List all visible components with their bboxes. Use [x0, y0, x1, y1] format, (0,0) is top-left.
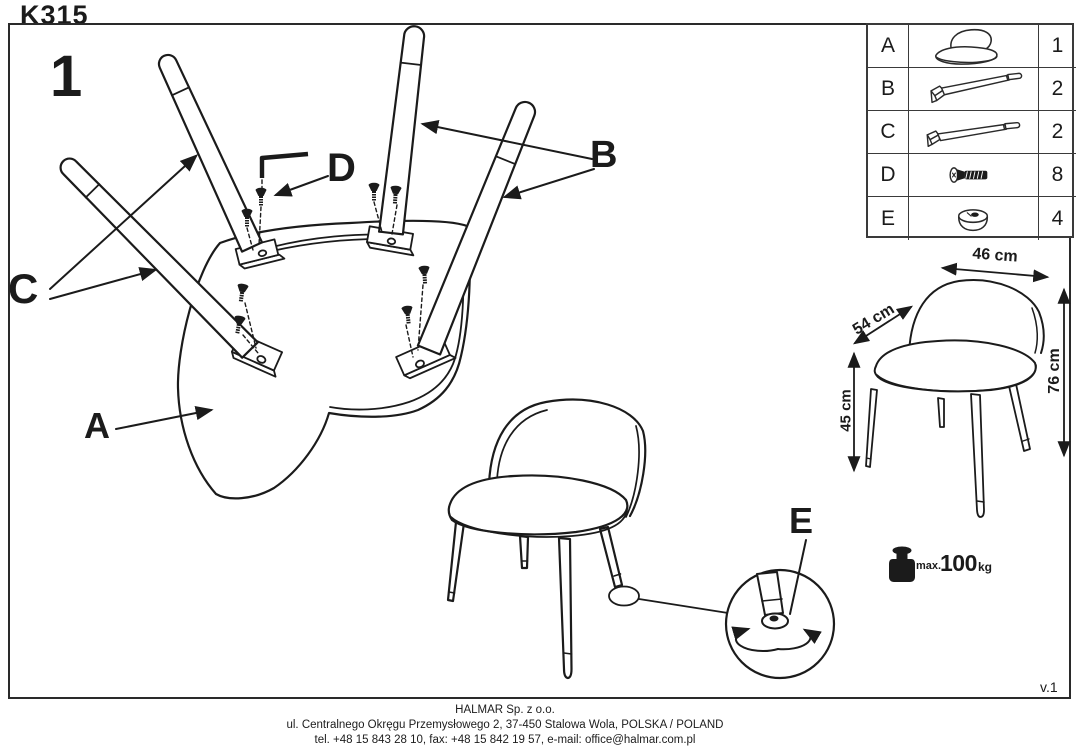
weight-limit-unit: kg	[978, 560, 993, 574]
parts-table: A 1 B 2 C	[866, 23, 1076, 240]
model-number: K315	[20, 0, 89, 30]
footer-contact: tel. +48 15 843 28 10, fax: +48 15 842 1…	[314, 734, 696, 747]
part-letter: B	[868, 68, 909, 111]
step-number: 1	[50, 44, 83, 109]
callout-b: B	[590, 134, 618, 176]
dimension-height-label: 76 cm	[1046, 348, 1063, 394]
callout-a: A	[84, 405, 110, 446]
part-qty: 2	[1039, 111, 1076, 154]
part-letter: E	[868, 197, 909, 240]
seat-shell-icon	[909, 25, 1039, 68]
part-qty: 8	[1039, 154, 1076, 197]
callout-e: E	[789, 500, 814, 541]
callout-c: C	[8, 265, 39, 312]
footer-company: HALMAR Sp. z o.o.	[455, 704, 555, 716]
version-label: v.1	[1040, 679, 1058, 695]
part-letter: A	[868, 25, 909, 68]
foot-glide-icon	[909, 197, 1039, 240]
weight-limit-prefix: max.	[916, 560, 942, 572]
callout-d: D	[327, 146, 356, 190]
part-letter: C	[868, 111, 909, 154]
footer: HALMAR Sp. z o.o. ul. Centralnego Okręgu…	[0, 703, 1010, 749]
leg-with-bracket-icon	[909, 111, 1039, 154]
part-letter: D	[868, 154, 909, 197]
leg-with-bracket-icon	[909, 68, 1039, 111]
footer-address: ul. Centralnego Okręgu Przemysłowego 2, …	[286, 719, 724, 732]
part-qty: 1	[1039, 25, 1076, 68]
part-qty: 4	[1051, 206, 1064, 230]
dimension-seat-height-label: 45 cm	[837, 389, 855, 432]
weight-limit-value: 100	[940, 550, 977, 576]
part-qty: 2	[1039, 68, 1076, 111]
bolt-icon	[909, 154, 1039, 197]
